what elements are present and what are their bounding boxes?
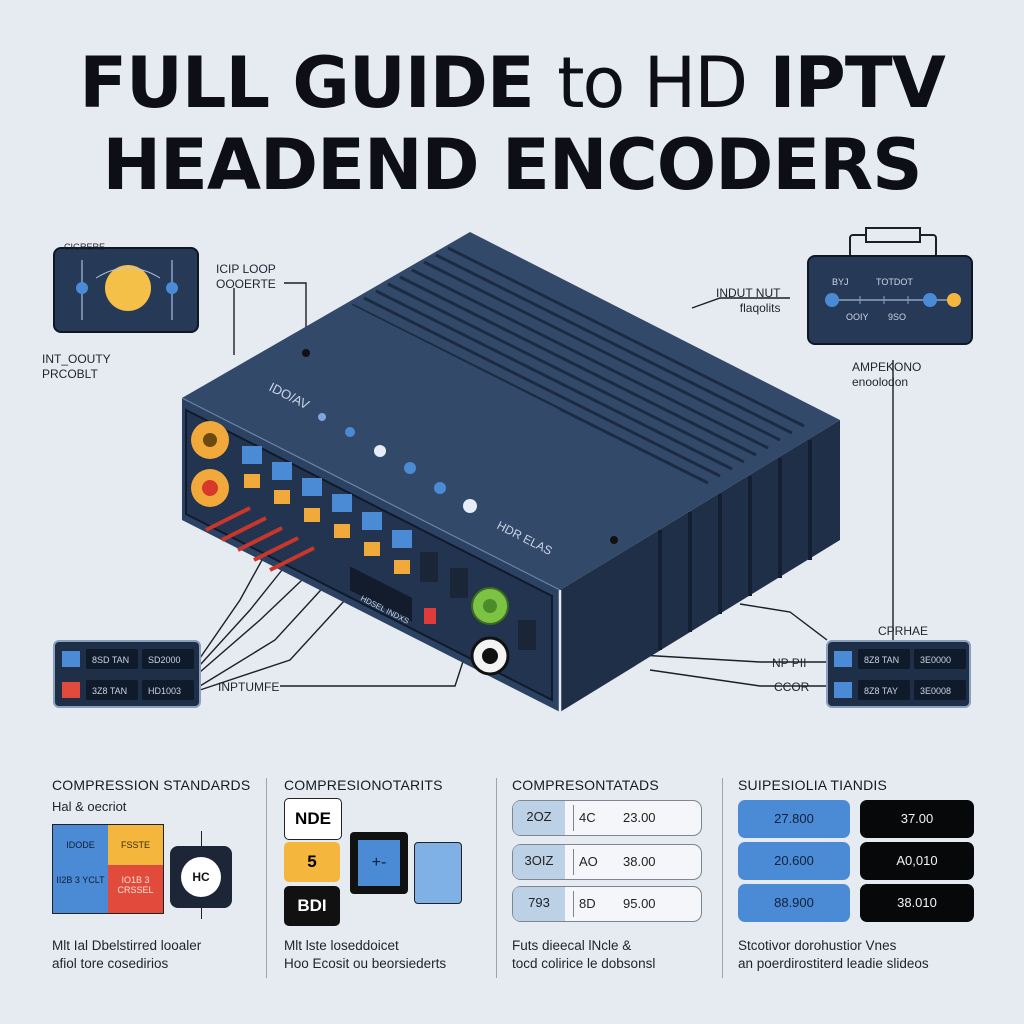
value-tile: A0,010 (860, 842, 974, 880)
title-bold-2: IPTV (769, 42, 946, 124)
section1-subheading: Hal & oecriot (52, 799, 127, 814)
top-right-control-panel (807, 227, 973, 345)
svg-text:SD2000: SD2000 (148, 655, 181, 665)
badge-nde: NDE (284, 798, 342, 840)
main-knob-icon (105, 265, 151, 311)
title-thin: to HD (557, 42, 748, 124)
standards-row: 793 8D 95.00 (512, 886, 702, 922)
standards-row: 2OZ 4C 23.00 (512, 800, 702, 836)
svg-text:8SD TAN: 8SD TAN (92, 655, 129, 665)
right-io-list: 8Z8 TAN 3E0000 8Z8 TAY 3E0008 (826, 640, 971, 708)
svg-text:OOIY: OOIY (846, 312, 869, 322)
callout-cprhae: CPRHAE (878, 624, 929, 638)
svg-text:8Z8 TAY: 8Z8 TAY (864, 686, 898, 696)
output-module-icon (414, 842, 462, 904)
title-bold-1: FULL GUIDE (79, 42, 535, 124)
value-tile: 27.800 (738, 800, 850, 838)
input-cables (205, 506, 315, 572)
value-tile: 20.600 (738, 842, 850, 880)
heatsink-fins (351, 246, 805, 485)
callout-ccor: CCOR (774, 680, 810, 694)
page-title-line1: FULL GUIDE to HD IPTV (0, 48, 1024, 118)
section-divider (266, 778, 267, 978)
page-title-line2: HEADEND ENCODERS (102, 124, 922, 206)
value-tile: 37.00 (860, 800, 974, 838)
front-button-grid (242, 446, 412, 574)
callout-ip-loop: ICIP LOOP OOOERTE (216, 262, 276, 291)
svg-text:3Z8 TAN: 3Z8 TAN (92, 686, 127, 696)
value-tile: 88.900 (738, 884, 850, 922)
encoder-chip-icon: +- (350, 832, 408, 894)
section1-heading: COMPRESSION STANDARDS (52, 777, 251, 793)
status-led-red (424, 608, 436, 624)
svg-text:HD1003: HD1003 (148, 686, 181, 696)
callout-inptumfe: INPTUMFE (218, 680, 280, 694)
svg-text:BYJ: BYJ (832, 277, 849, 287)
svg-text:3E0000: 3E0000 (920, 655, 951, 665)
encoder-device: IDO/AV HDR ELAS HDSEL INDXS (181, 232, 840, 712)
callout-np-pii: NP PII (772, 656, 807, 670)
callout-ampekono: AMPEKONO enoolodon (852, 360, 922, 389)
hc-chip-icon: HC (170, 846, 232, 908)
section4-footer: Stcotivor dorohustior Vnes an poerdirost… (738, 938, 929, 971)
badge-bdi: BDI (284, 886, 340, 926)
section-divider (496, 778, 497, 978)
value-tile: 38.010 (860, 884, 974, 922)
callout-indut-nut: INDUT NUT flaqolits (716, 286, 781, 315)
standards-row: 3OIZ AO 38.00 (512, 844, 702, 880)
svg-text:9SO: 9SO (888, 312, 906, 322)
section1-quad: IDODE FSSTE II2B 3 YCLT IO1B 3 CRSSEL (52, 824, 164, 914)
section2-heading: COMPRESIONOTARITS (284, 777, 443, 793)
left-io-list: 8SD TAN SD2000 3Z8 TAN HD1003 (53, 640, 201, 708)
section1-footer: Mlt Ial Dbelstirred looaler afiol tore c… (52, 938, 202, 971)
section3-heading: COMPRESONTATADS (512, 777, 659, 793)
svg-text:3E0008: 3E0008 (920, 686, 951, 696)
badge-5: 5 (284, 842, 340, 882)
top-left-control-panel (53, 247, 199, 333)
svg-text:TOTDOT: TOTDOT (876, 277, 913, 287)
section2-footer: Mlt lste loseddoicet Hoo Ecosit ou beors… (284, 938, 447, 971)
section3-footer: Futs dieecal lNcle & tocd colirice le do… (512, 938, 656, 971)
callout-input-output: INT_OOUTY PRCOBLT (42, 352, 111, 381)
section4-heading: SUIPESIOLIA TIANDIS (738, 777, 888, 793)
svg-text:8Z8 TAN: 8Z8 TAN (864, 655, 899, 665)
section-divider (722, 778, 723, 978)
svg-text:CIGRERE: CIGRERE (64, 242, 105, 252)
